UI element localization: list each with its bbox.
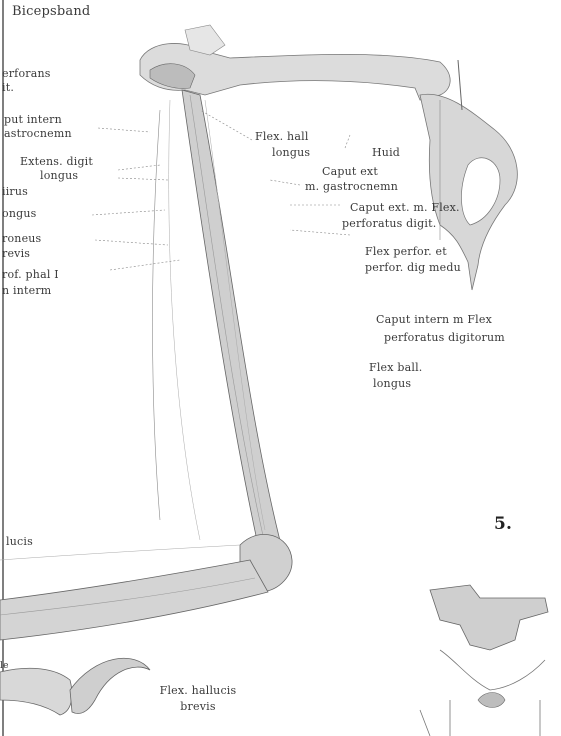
label-peroneus: roneus: [2, 233, 41, 245]
label-perforans: erforans: [2, 68, 51, 80]
label-flex-prof-2: n interm: [2, 285, 51, 297]
label-caput-intern-flex-2: perforatus digitorum: [384, 332, 505, 344]
label-peroneus-2: revis: [2, 248, 30, 260]
label-bicepsband: Bicepsband: [12, 6, 90, 18]
label-tibialis: iirus: [2, 186, 28, 198]
vertebra-shape: [430, 585, 548, 650]
label-flex-hall-longus: Flex. hall: [255, 131, 309, 143]
label-flex-perfor-2: perfor. dig medu: [365, 262, 461, 274]
label-flex-hallucis-brevis-2: brevis: [158, 701, 238, 713]
label-edge-le: le: [0, 660, 9, 672]
label-caput-ext-flex: Caput ext. m. Flex.: [350, 202, 460, 214]
label-flex-ball-2: longus: [373, 378, 411, 390]
label-extens-digit: Extens. digit: [20, 156, 93, 168]
label-caput-ext-flex-2: perforatus digit.: [342, 218, 436, 230]
label-flex-prof: rof. phal I: [2, 269, 59, 281]
label-huid: Huid: [372, 147, 400, 159]
label-flex-ball: Flex ball.: [369, 362, 423, 374]
leader-lines-left: [92, 128, 180, 270]
tarsometatarsus-shape: [0, 560, 268, 640]
figure-number: 5.: [494, 518, 512, 530]
label-caput-ext-2: m. gastrocnemn: [305, 181, 398, 193]
label-caput-intern: put intern: [4, 114, 62, 126]
tibiotarsus-shape: [182, 90, 285, 590]
label-longus: ongus: [2, 208, 36, 220]
label-perforans-2: it.: [2, 82, 14, 94]
label-hallucis-left: lucis: [6, 536, 33, 548]
label-caput-ext: Caput ext: [322, 166, 378, 178]
label-caput-intern-flex: Caput intern m Flex: [376, 314, 492, 326]
toe-shape: [0, 668, 72, 715]
claw-shape: [70, 658, 150, 713]
label-flex-hallucis-brevis: Flex. hallucis: [158, 685, 238, 697]
label-flex-hall-longus-2: longus: [272, 147, 310, 159]
label-flex-perfor: Flex perfor. et: [365, 246, 447, 258]
label-gastrocnemii: astrocnemn: [4, 128, 72, 140]
label-extens-digit-2: longus: [40, 170, 78, 182]
